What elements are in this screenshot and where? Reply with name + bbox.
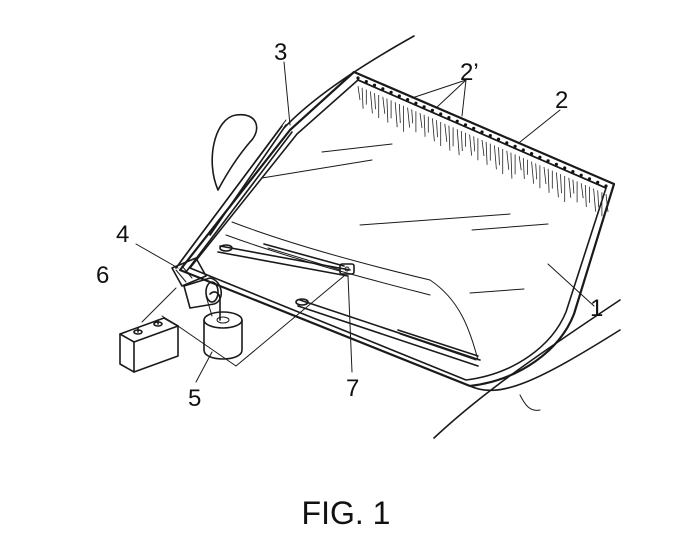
heating-element-dot [463,123,468,127]
heating-element-dot [381,87,385,91]
heating-element-dots [356,76,608,188]
washer-reservoir [203,291,243,360]
heating-element-dot [521,148,525,152]
hatch-line [444,123,448,142]
heating-element-dot [414,101,418,105]
heating-element-dot [554,162,559,166]
heating-element-dot [397,94,401,98]
hatch-line [407,107,410,128]
wiper-right [295,298,481,367]
hatch-line [456,129,460,156]
hatch-line [432,118,435,142]
heating-element-dot [406,98,410,102]
hatch-line [605,193,609,213]
heating-element-dot [488,134,492,138]
heating-element-dot [505,141,509,145]
label-motor: 4 [116,221,129,248]
heating-element-dot [596,180,600,184]
heating-element-dot [472,126,476,130]
windshield-pane [225,143,549,361]
label-battery: 6 [96,262,109,289]
hatch-line [394,102,398,128]
washer-nozzle [339,263,355,275]
hatch-line [531,161,534,184]
heating-element-dot [587,177,592,181]
heating-strip [356,76,609,217]
hatch-line [518,156,522,171]
hatch-line [584,184,587,208]
hatch-line [485,141,488,165]
hatch-line [386,98,389,123]
hatch-line [382,96,386,114]
hatch-line [498,147,500,166]
heating-element-dot [372,83,377,87]
hatch-line [494,145,497,170]
heating-element-dot [430,108,434,112]
leader-lines [135,61,595,383]
hatch-line [481,139,485,157]
heating-element-dot [530,152,534,156]
heating-element-dot [364,80,368,84]
heating-element-dot [538,155,542,159]
heating-element-dot [571,170,575,174]
connections [141,275,345,367]
heating-element-dot [563,166,567,170]
hatch-line [419,112,423,129]
heating-element-dot [389,90,393,94]
label-heating-elements: 2’ [460,59,479,86]
hatch-line [398,103,401,124]
label-windshield: 1 [590,295,603,322]
heating-element-dot [546,159,550,163]
hatch-line [374,93,376,110]
label-pillar: 3 [274,39,287,66]
pump-motor [171,257,222,309]
hatch-line [556,172,559,198]
label-nozzle: 7 [346,375,359,402]
label-reservoir: 5 [188,385,201,412]
hatch-line [506,150,510,170]
heating-element-dot [422,105,426,109]
hatch-line [436,120,438,138]
hatch-line [473,136,476,152]
hatch-line [361,87,364,109]
figure-caption: FIG. 1 [302,495,391,531]
hatch-line [543,166,547,185]
hatch-line [423,114,426,137]
hatch-line [448,125,451,151]
label-heating-strip: 2 [555,87,568,114]
hatch-line [547,168,550,193]
hatch-line [411,109,414,124]
wiper-left [217,243,351,277]
hatch-line [460,130,463,152]
hatch-line [560,174,562,194]
hatch-line [510,152,513,179]
heating-element-dot [447,116,451,120]
hatch-line [469,134,472,156]
hatch-line [370,91,373,114]
heating-element-dot [579,173,583,177]
hatch-line [597,190,600,208]
battery [119,317,179,373]
heating-element-dot [356,76,360,80]
heating-element-dot [496,137,501,141]
hatch-line [535,163,538,180]
windshield-frame [175,70,616,388]
hatch-line [522,157,525,180]
heating-element-dot [513,144,517,148]
heating-element-dot [604,184,608,188]
heating-element-dot [439,112,443,116]
hatch-line [572,179,575,194]
hatch-line [568,177,572,198]
hatch-line [593,188,596,212]
heating-hatch [357,85,609,217]
hatch-line [357,85,361,101]
heating-element-dot [480,130,484,134]
heating-element-dot [455,119,459,123]
hatch-line [580,183,584,199]
